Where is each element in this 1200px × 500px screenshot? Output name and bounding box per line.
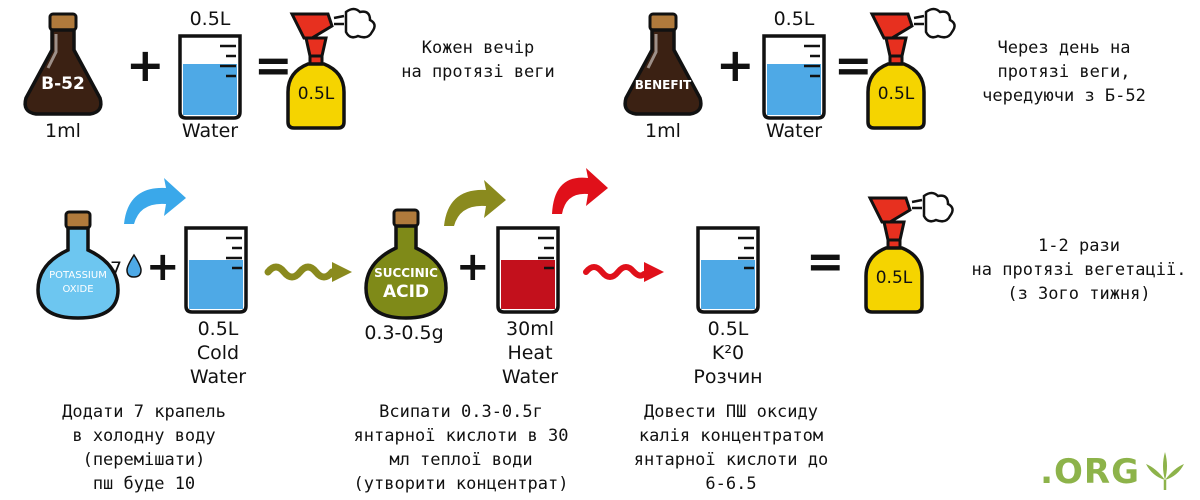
- heat-label-1: Heat: [507, 342, 553, 364]
- succinic-amount: 0.3-0.5g: [364, 322, 444, 344]
- flask-label-line2: ACID: [382, 282, 430, 302]
- site-logo: .ORG: [1040, 452, 1140, 492]
- equals-sign: =: [834, 38, 873, 92]
- spray-label: 0.5L: [875, 268, 913, 288]
- flask-succinic-acid: SUCCINIC ACID: [358, 208, 454, 322]
- spray-bottle: 0.5L: [860, 191, 960, 316]
- flask-label: BENEFIT: [634, 78, 692, 92]
- flask-amount: 1ml: [645, 120, 681, 142]
- beaker-water: [176, 32, 244, 120]
- beaker-label: Water: [181, 120, 239, 142]
- curved-arrow-red-icon: [548, 168, 610, 220]
- heat-label-2: Water: [501, 366, 559, 388]
- beaker-result: [694, 224, 762, 314]
- flask-b52: B-52: [18, 12, 108, 118]
- beaker-volume: 0.5L: [773, 8, 815, 30]
- flask-label-line1: SUCCINIC: [374, 266, 438, 280]
- spray-bottle: 0.5L: [282, 7, 382, 132]
- cold-label-2: Water: [189, 366, 247, 388]
- flask-label: B-52: [41, 74, 85, 94]
- plus-sign: +: [456, 244, 490, 290]
- caption-step-3: Довести ПШ оксиду калія концентратом янт…: [633, 402, 829, 494]
- heat-volume: 30ml: [506, 318, 554, 340]
- caption-step-1: Додати 7 крапель в холодну воду (переміш…: [62, 402, 226, 494]
- spray-label: 0.5L: [297, 84, 335, 104]
- beaker-volume: 0.5L: [189, 8, 231, 30]
- curved-arrow-olive-icon: [440, 180, 510, 232]
- beaker-water: [760, 32, 828, 120]
- drop-count: 7: [109, 258, 123, 280]
- wavy-arrow-red-icon: [583, 258, 666, 282]
- note-row2: 1-2 рази на протязі вегетації. (з 3ого т…: [971, 236, 1187, 304]
- flask-potassium-oxide: POTASSIUM OXIDE: [30, 210, 126, 322]
- beaker-label: Water: [765, 120, 823, 142]
- beaker-cold-water: [182, 224, 250, 314]
- cold-volume: 0.5L: [197, 318, 239, 340]
- result-label-2: Розчин: [693, 366, 763, 388]
- note-right: Через день на протязі веги, чередуючи з …: [982, 38, 1146, 106]
- result-volume: 0.5L: [707, 318, 749, 340]
- spray-label: 0.5L: [877, 84, 915, 104]
- curved-arrow-blue-icon: [120, 178, 190, 230]
- note-left: Кожен вечір на протязі веги: [401, 38, 555, 82]
- wavy-arrow-olive-icon: [264, 258, 354, 282]
- flask-benefit: BENEFIT: [618, 12, 708, 118]
- equals-sign: =: [254, 38, 293, 92]
- plus-sign: +: [146, 244, 180, 290]
- plus-sign: +: [716, 38, 755, 92]
- water-drop-icon: [126, 253, 142, 278]
- result-label-1: K²0: [711, 342, 745, 364]
- logo-text: .ORG: [1040, 452, 1140, 492]
- beaker-heat-water: [494, 224, 562, 314]
- caption-step-2: Всипати 0.3-0.5г янтарної кислоти в 30 м…: [353, 402, 569, 494]
- plus-sign: +: [126, 38, 165, 92]
- flask-label-line2: OXIDE: [62, 284, 94, 295]
- leaf-icon: [1144, 450, 1186, 490]
- spray-bottle: 0.5L: [862, 7, 962, 132]
- cold-label-1: Cold: [196, 342, 240, 364]
- flask-label-line1: POTASSIUM: [49, 270, 107, 281]
- flask-amount: 1ml: [45, 120, 81, 142]
- equals-sign: =: [806, 234, 845, 288]
